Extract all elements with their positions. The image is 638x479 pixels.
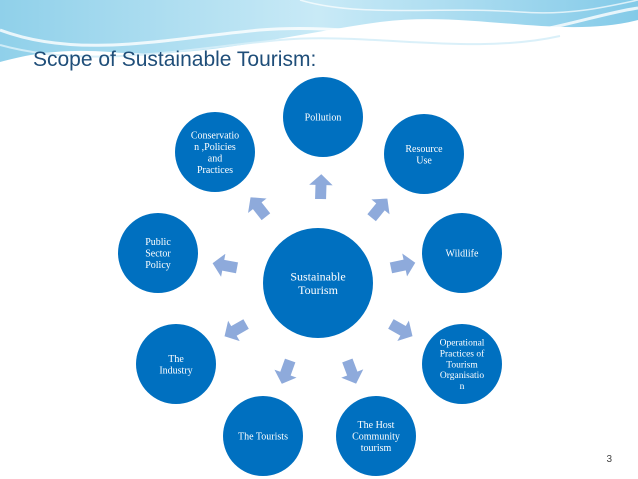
arrow-public-sector (211, 251, 240, 280)
node-circle (422, 213, 502, 293)
node-label: The Tourists (238, 432, 288, 443)
node-label-line: Policy (145, 260, 171, 271)
node-label-line: n ,Policies (194, 142, 236, 153)
arrow-resource-use (365, 197, 391, 223)
node-circle (136, 324, 216, 404)
node-circle (422, 324, 502, 404)
node-circle (223, 396, 303, 476)
node-label-line: n (460, 382, 465, 392)
node-label-line: The Host (358, 420, 395, 431)
node-label-line: Community (352, 432, 400, 443)
node-label-line: Pollution (305, 113, 342, 124)
arrow-operational-practices (386, 317, 414, 343)
arrow-pollution (306, 172, 336, 201)
center-circle (263, 228, 373, 338)
node-label-line: and (208, 153, 222, 164)
node-label-line: The Tourists (238, 432, 288, 443)
node-label-line: Practices of (440, 348, 485, 359)
node-label-line: Sector (145, 249, 171, 260)
page-number: 3 (606, 454, 612, 465)
node-circle (336, 396, 416, 476)
node-pollution: Pollution (283, 77, 363, 157)
arrow-wildlife (388, 251, 417, 280)
node-label-line: Operational (440, 339, 485, 349)
node-label-line: Use (416, 155, 432, 166)
arrow-industry (223, 317, 251, 343)
node-wildlife: Wildlife (422, 213, 502, 293)
node-label-line: Public (145, 237, 171, 248)
arrow-host-community (338, 357, 366, 385)
node-label: Wildlife (446, 249, 479, 260)
node-circle (175, 112, 255, 192)
node-label: Pollution (305, 113, 342, 124)
node-label-line: Resource (405, 144, 443, 155)
node-label-line: tourism (361, 443, 392, 454)
node-label-line: Practices (197, 165, 233, 176)
node-label-line: Wildlife (446, 249, 479, 260)
node-circle (283, 77, 363, 157)
center-label-line: Sustainable (290, 269, 345, 283)
slide-title: Scope of Sustainable Tourism: (33, 48, 317, 71)
node-circle (118, 213, 198, 293)
node-label-line: Conservatio (191, 130, 239, 141)
node-label-line: Tourism (446, 360, 478, 370)
arrow-tourists (272, 357, 300, 386)
arrow-conservation (246, 196, 272, 222)
node-label-line: Industry (159, 365, 192, 376)
node-circle (384, 114, 464, 194)
node-label-line: Organisatio (440, 371, 484, 381)
node-label-line: The (168, 354, 184, 365)
center-label-line: Tourism (298, 283, 338, 297)
node-tourists: The Tourists (223, 396, 303, 476)
